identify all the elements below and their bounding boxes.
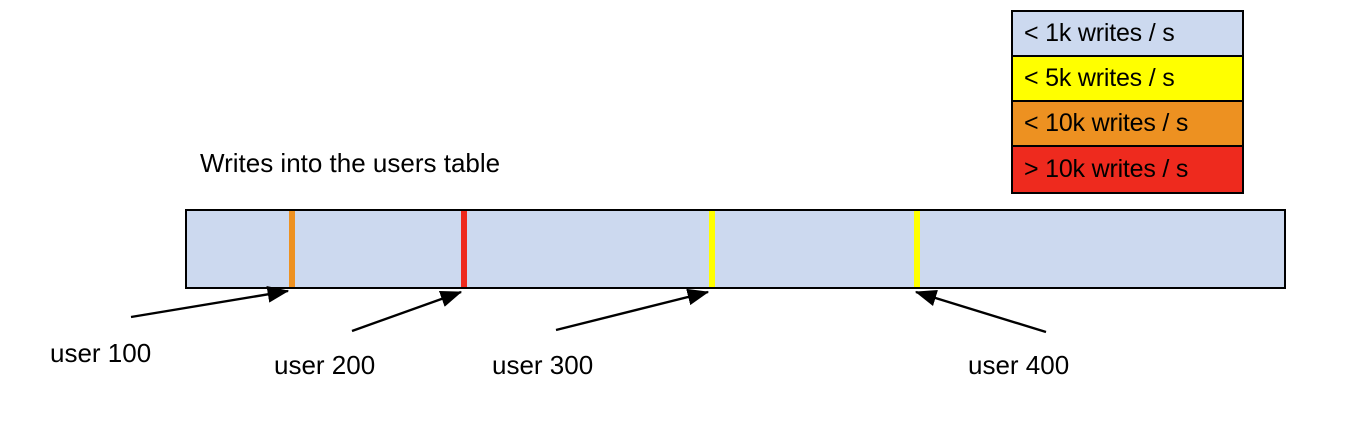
- callout-label-user-100: user 100: [50, 338, 152, 368]
- legend-row-under-10k: < 10k writes / s: [1013, 102, 1242, 147]
- legend-row-under-1k: < 1k writes / s: [1013, 12, 1242, 57]
- arrow-user-400: [914, 289, 1047, 334]
- marker-user-400: [914, 211, 920, 287]
- marker-user-200: [461, 211, 467, 287]
- users-table-bar: [185, 209, 1286, 289]
- arrow-user-300: [555, 288, 710, 332]
- legend-label-under-10k: < 10k writes / s: [1024, 109, 1189, 137]
- legend: < 1k writes / s < 5k writes / s < 10k wr…: [1011, 10, 1244, 194]
- arrow-user-200: [351, 290, 463, 333]
- legend-label-under-1k: < 1k writes / s: [1024, 19, 1175, 47]
- legend-label-over-10k: > 10k writes / s: [1024, 155, 1189, 183]
- legend-row-under-5k: < 5k writes / s: [1013, 57, 1242, 102]
- arrow-user-100: [130, 286, 290, 319]
- legend-label-under-5k: < 5k writes / s: [1024, 64, 1175, 92]
- callout-label-user-200: user 200: [274, 350, 376, 380]
- marker-user-100: [289, 211, 295, 287]
- callout-label-user-400: user 400: [968, 350, 1070, 380]
- callout-label-user-300: user 300: [492, 350, 594, 380]
- chart-title: Writes into the users table: [200, 148, 501, 178]
- marker-user-300: [709, 211, 715, 287]
- legend-row-over-10k: > 10k writes / s: [1013, 147, 1242, 192]
